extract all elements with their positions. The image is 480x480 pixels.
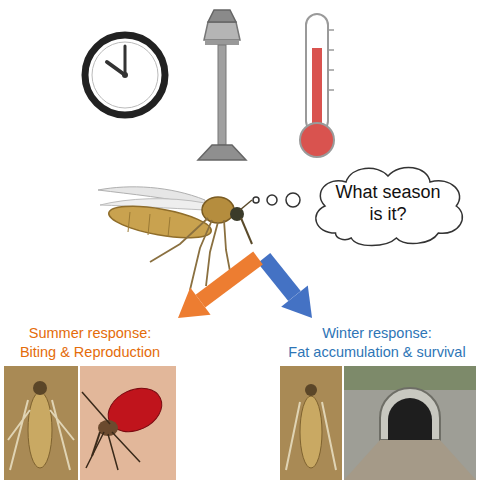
mosquito-leg: [206, 222, 218, 286]
winter-arrow: [264, 258, 312, 318]
photo-skin: [80, 366, 176, 480]
photo-mosquito-wings: [8, 400, 74, 470]
summer-arrow: [178, 258, 258, 318]
thermometer-mercury: [312, 48, 322, 132]
arrow-shaft: [200, 258, 258, 301]
clock-hand: [107, 62, 125, 75]
lamp-base: [198, 145, 246, 160]
mosquito-abdomen: [107, 200, 214, 244]
mosquito-photo: [4, 366, 78, 480]
lamp-pole: [218, 45, 226, 145]
thermometer-tick: [328, 49, 334, 51]
culvert-photo: [344, 366, 476, 480]
clock-hand: [124, 46, 127, 75]
thought-cloud: What season is it?: [304, 158, 472, 248]
node-text: Fat accumulation & survival: [278, 343, 476, 362]
mosquito-segment: [168, 217, 170, 237]
lamp-ring: [205, 40, 239, 45]
photo-vegetation: [344, 366, 476, 390]
clock-rim: [92, 42, 158, 108]
thought-dot: [286, 193, 300, 207]
lamp-head: [204, 22, 240, 40]
photo-tunnel: [388, 398, 432, 440]
arrow-head: [178, 288, 211, 318]
cloud-shape: [316, 167, 463, 245]
mosquito-proboscis: [241, 218, 252, 244]
thought-dot: [253, 197, 259, 203]
cloud-content: What season is it?: [304, 158, 472, 248]
clock-icon: [85, 35, 165, 115]
mosquito-leg: [150, 218, 208, 262]
thermometer-icon: [300, 14, 334, 157]
node-text: What season is it?: [329, 181, 447, 226]
photo-mosquito-body: [28, 392, 52, 468]
clock-center: [122, 72, 128, 78]
photo-mosquito-head: [33, 381, 47, 395]
cloud-outline: [304, 158, 472, 248]
thought-dot: [267, 195, 277, 205]
lamp-post-icon: [198, 10, 246, 160]
photo-legs: [82, 392, 140, 470]
photo-ground: [4, 366, 78, 480]
thermometer-bulb: [300, 123, 334, 157]
mosquito-segment: [128, 212, 130, 232]
photo-arch: [380, 388, 440, 440]
thermometer-tick: [328, 29, 334, 31]
photo-mosquito-wings: [286, 402, 336, 470]
arrow-head: [281, 286, 312, 319]
photo-ground: [280, 366, 342, 480]
mosquito-antenna: [240, 200, 252, 210]
mosquito-segment: [148, 214, 150, 235]
summer-panel: Summer response:Biting & Reproduction: [4, 324, 176, 362]
photo-wall: [344, 366, 476, 480]
arrow-shaft: [264, 258, 295, 296]
photo-mosquito-body: [300, 396, 322, 468]
node-text: Biting & Reproduction: [4, 343, 176, 362]
thermometer-tick: [328, 89, 334, 91]
node-text: Summer response:: [4, 324, 176, 343]
clock-face: [85, 35, 165, 115]
thermometer-tick: [328, 69, 334, 71]
photo-gravel: [344, 440, 476, 480]
photo-mosquito-head: [305, 384, 317, 396]
thermometer-tube: [306, 14, 328, 132]
mosquito-photo: [280, 366, 342, 480]
lamp-cap: [208, 10, 236, 22]
node-text: Winter response:: [278, 324, 476, 343]
winter-panel: Winter response:Fat accumulation & survi…: [278, 324, 476, 362]
blood-feeding-photo: [80, 366, 176, 480]
